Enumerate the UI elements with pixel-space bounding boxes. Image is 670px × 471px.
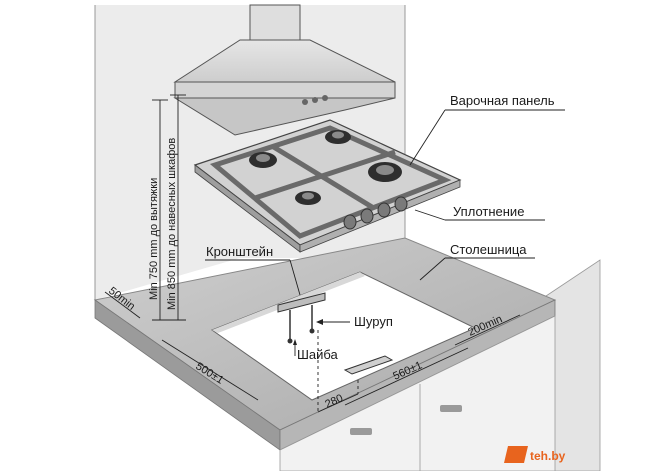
hood-knob-icon [302, 99, 308, 105]
hood-clearance-label: Min 750 mm до вытяжки [148, 178, 160, 300]
watermark-logo-icon [504, 446, 528, 463]
cabinet-handle [350, 428, 372, 435]
bracket-label: Кронштейн [206, 244, 273, 259]
leader-arrows [293, 319, 323, 345]
cabinet-clearance-label: Min 850 mm до навесных шкафов [166, 138, 178, 310]
range-hood [173, 4, 396, 136]
countertop-label: Столешница [450, 242, 527, 257]
hood-knob-icon [312, 97, 318, 103]
knob-icon [394, 196, 408, 212]
watermark-text: teh.by [530, 449, 566, 463]
screw-icon [309, 328, 315, 334]
washer-plate [343, 355, 394, 375]
cabinet-handle [440, 405, 462, 412]
hood-knob-icon [322, 95, 328, 101]
knob-icon [343, 214, 357, 230]
lower-cabinets [279, 315, 556, 471]
watermark: teh.by [504, 446, 566, 463]
bracket [277, 292, 326, 344]
gas-hob [193, 119, 462, 253]
seal-label: Уплотнение [453, 204, 524, 219]
hob-panel-label: Варочная панель [450, 93, 555, 108]
screw-label: Шуруп [354, 314, 393, 329]
leader-lines [205, 109, 565, 356]
knob-icon [377, 202, 391, 218]
dimension-lines [104, 94, 521, 413]
washer-label: Шайба [297, 347, 339, 362]
screw-icon [287, 338, 293, 344]
knob-icon [360, 208, 374, 224]
